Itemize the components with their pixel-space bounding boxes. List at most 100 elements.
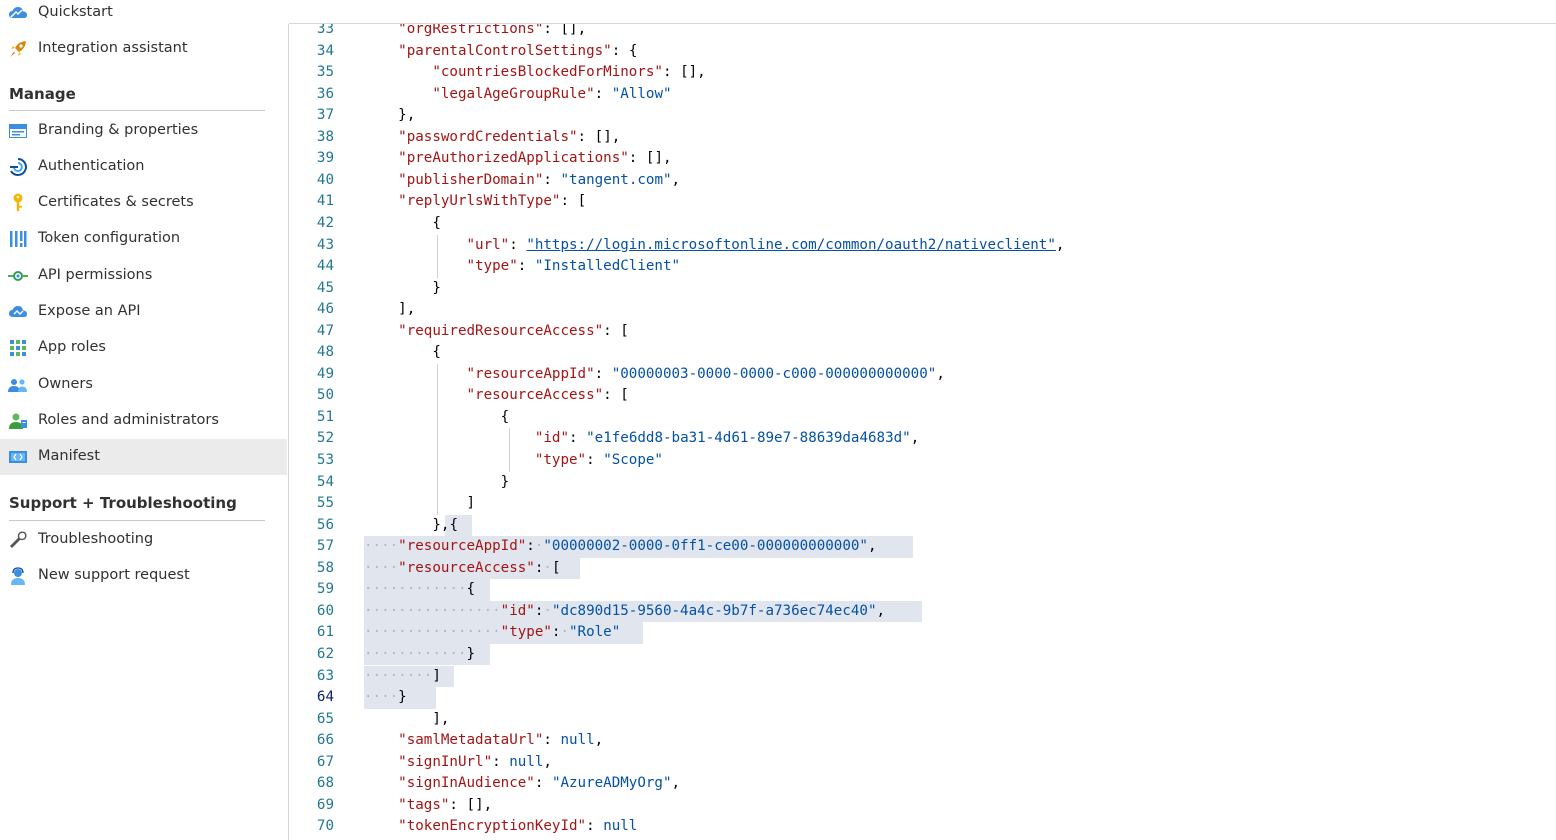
code-line[interactable]: "type": "InstalledClient"	[466, 258, 681, 275]
manifest-icon	[8, 447, 28, 467]
code-line[interactable]: "requiredResourceAccess": [	[398, 322, 629, 339]
code-line[interactable]: {	[432, 344, 441, 361]
code-line[interactable]: "id": "e1fe6dd8-ba31-4d61-89e7-88639da46…	[534, 430, 920, 447]
indent-guide	[437, 363, 438, 515]
selection-highlight	[364, 600, 922, 623]
line-number: 40	[316, 171, 334, 188]
roles-admin-icon	[8, 411, 28, 431]
selection-highlight	[364, 536, 913, 558]
rocket-icon	[8, 39, 28, 59]
code-line[interactable]: "preAuthorizedApplications": [],	[398, 150, 672, 167]
sidebar-item-api-permissions[interactable]: API permissions	[0, 258, 287, 294]
code-line[interactable]: "tags": [],	[398, 796, 493, 813]
code-line[interactable]: ············}	[364, 645, 476, 662]
selection-highlight	[364, 557, 580, 580]
sidebar-item-label: Authentication	[38, 158, 145, 174]
sidebar-item-label: Expose an API	[38, 303, 141, 319]
code-line[interactable]: ········]	[364, 667, 441, 684]
sidebar-item-label: Token configuration	[38, 230, 181, 246]
code-line[interactable]: ················"type":·"Role"	[364, 624, 621, 641]
code-line[interactable]: "samlMetadataUrl": null,	[398, 732, 604, 749]
line-number: 39	[316, 150, 334, 167]
code-line[interactable]: "signInAudience": "AzureADMyOrg",	[398, 775, 681, 792]
line-number: 65	[316, 710, 334, 727]
sidebar-item-troubleshooting[interactable]: Troubleshooting	[0, 522, 287, 558]
line-number: 37	[316, 107, 334, 124]
sidebar-item-app-roles[interactable]: App roles	[0, 330, 287, 366]
sidebar-item-integration-assistant[interactable]: Integration assistant	[0, 31, 287, 67]
sidebar-item-label: Certificates & secrets	[38, 194, 194, 210]
code-line[interactable]: "replyUrlsWithType": [	[398, 193, 587, 210]
code-line[interactable]: ],	[432, 710, 450, 727]
code-line[interactable]: ················"id":·"dc890d15-9560-4a4…	[364, 602, 886, 619]
indent-guide	[437, 234, 438, 278]
code-line[interactable]: },	[398, 107, 416, 124]
line-number: 69	[316, 796, 334, 813]
line-number: 58	[316, 559, 334, 576]
line-number: 49	[316, 365, 334, 382]
line-number: 50	[316, 387, 334, 404]
code-line[interactable]: ····"resourceAppId":·"00000002-0000-0ff1…	[364, 538, 877, 555]
line-number: 44	[316, 258, 334, 275]
selection-highlight	[364, 687, 436, 709]
sidebar-item-branding[interactable]: Branding & properties	[0, 113, 287, 149]
sidebar-item-new-support-request[interactable]: New support request	[0, 558, 287, 594]
line-number: 52	[316, 430, 334, 447]
code-line[interactable]: "signInUrl": null,	[398, 753, 552, 770]
sidebar-item-label: New support request	[38, 567, 190, 583]
code-line[interactable]: "resourceAppId": "00000003-0000-0000-c00…	[466, 365, 945, 382]
sidebar-item-authentication[interactable]: Authentication	[0, 149, 287, 185]
app-roles-grid-icon	[8, 338, 28, 358]
selection-highlight	[364, 622, 643, 644]
sidebar-item-owners[interactable]: Owners	[0, 367, 287, 403]
line-number: 48	[316, 344, 334, 361]
code-line[interactable]: ]	[466, 495, 476, 512]
selection-highlight	[364, 665, 454, 688]
code-line[interactable]: },{	[432, 516, 458, 533]
code-line[interactable]: "type": "Scope"	[534, 452, 663, 468]
sidebar-item-manifest[interactable]: Manifest	[0, 439, 287, 475]
line-number: 35	[316, 64, 334, 81]
line-number: 66	[316, 732, 334, 749]
code-line[interactable]: "tokenEncryptionKeyId": null	[398, 818, 638, 835]
wrench-icon	[8, 530, 28, 550]
code-line[interactable]: "parentalControlSettings": {	[398, 42, 638, 59]
code-line[interactable]: "publisherDomain": "tangent.com",	[398, 171, 681, 188]
pane-divider	[288, 24, 289, 840]
sidebar-item-roles-administrators[interactable]: Roles and administrators	[0, 403, 287, 439]
code-line[interactable]: "url": "https://login.microsoftonline.co…	[466, 236, 1065, 253]
section-divider	[9, 520, 265, 521]
line-number: 41	[316, 193, 334, 210]
line-number: 64	[316, 689, 334, 706]
owners-people-icon	[8, 375, 28, 395]
sidebar-item-quickstart[interactable]: Quickstart	[0, 0, 287, 31]
code-line[interactable]: "legalAgeGroupRule": "Allow"	[432, 85, 672, 102]
code-line[interactable]: "countriesBlockedForMinors": [],	[432, 64, 706, 81]
line-number: 59	[316, 581, 334, 598]
code-line[interactable]: "resourceAccess": [	[466, 387, 629, 404]
code-line[interactable]: ····"resourceAccess":·[	[364, 559, 561, 576]
sidebar-item-token-configuration[interactable]: Token configuration	[0, 221, 287, 257]
sidebar-item-label: Owners	[38, 376, 93, 392]
code-line[interactable]: ],	[398, 301, 416, 318]
sidebar-item-label: Integration assistant	[38, 40, 188, 56]
code-line[interactable]: }	[432, 279, 441, 296]
line-number: 67	[316, 753, 334, 770]
support-person-icon	[8, 566, 28, 586]
code-line[interactable]: ············{	[364, 581, 476, 598]
code-line[interactable]: {	[432, 214, 441, 231]
code-text-area[interactable]: "orgRestrictions": [], "parentalControlS…	[364, 24, 1554, 840]
sidebar-item-certificates[interactable]: Certificates & secrets	[0, 185, 287, 221]
code-line[interactable]: "passwordCredentials": [],	[398, 128, 621, 145]
code-line[interactable]: "orgRestrictions": [],	[398, 24, 587, 37]
sidebar-item-expose-api[interactable]: Expose an API	[0, 294, 287, 330]
code-line[interactable]: {	[500, 408, 510, 425]
code-line[interactable]: }	[500, 473, 510, 490]
code-line[interactable]: ····}	[364, 689, 407, 706]
line-number: 61	[316, 624, 334, 641]
section-title-support: Support + Troubleshooting	[9, 494, 237, 512]
sidebar-item-label: App roles	[38, 339, 106, 355]
line-number: 43	[316, 236, 334, 253]
token-bars-icon	[8, 229, 28, 249]
